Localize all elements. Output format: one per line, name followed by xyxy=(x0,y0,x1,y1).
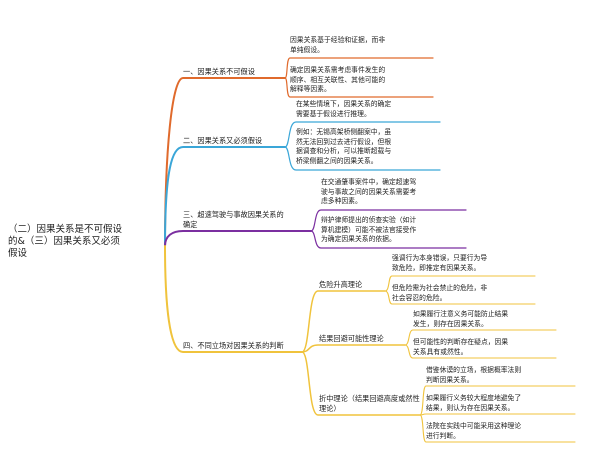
branch-4-label[interactable]: 四、不同立场对因果关系的判断 xyxy=(183,341,284,350)
branch-2-label[interactable]: 二、因果关系又必须假设 xyxy=(183,136,263,145)
connector-sub-3-leaf-2 xyxy=(419,413,576,416)
connector-sub-1-leaf-1 xyxy=(384,275,536,292)
branch-1-leaf-1[interactable]: 因果关系基于经验和证据，而非 单纯假设。 xyxy=(290,36,386,54)
connector-sub-2-leaf-2 xyxy=(404,344,557,359)
connector-root-branch-2 xyxy=(164,146,286,247)
connector-sub-2-leaf-1 xyxy=(404,329,557,346)
connector-branch-3-leaf-2 xyxy=(310,230,467,249)
sub-2-leaf-2[interactable]: 但可能性的判断存在疑点，因果 关系具有或然性。 xyxy=(413,338,509,356)
sub-3-leaf-3[interactable]: 法院在实践中可能采用这种理论 进行判断。 xyxy=(426,422,522,440)
branch-1-label[interactable]: 一、因果关系不可假设 xyxy=(183,67,255,76)
connector-sub-3-leaf-1 xyxy=(419,385,576,416)
connector-branch-2-leaf-1 xyxy=(284,121,441,148)
sub-1-leaf-2[interactable]: 但危险需为社会禁止的危险，非 社会容忍的危险。 xyxy=(392,284,488,302)
connector-root-branch-4 xyxy=(164,245,303,353)
connector-sub-1-leaf-2 xyxy=(384,290,536,305)
branch-3-leaf-1[interactable]: 在交通肇事案件中，确定超速驾 驶与事故之间的因果关系需要考 虑多种因素。 xyxy=(321,178,417,205)
connector-root-branch-3 xyxy=(164,230,312,247)
branch-1-leaf-2[interactable]: 确定因果关系需考虑事件发生的 顺序、相互关联性、其他可能的 解释等因素。 xyxy=(290,66,386,93)
connector-branch-4-sub-3 xyxy=(301,351,421,416)
connector-branch-4-sub-1 xyxy=(301,290,386,353)
connector-branch-1-leaf-1 xyxy=(284,57,434,79)
branch-2-leaf-1[interactable]: 在某些情境下，因果关系的确定 需要基于假设进行推理。 xyxy=(296,100,392,118)
sub-compromise-label[interactable]: 折中理论（结果回避高度或然性 理论） xyxy=(319,394,420,413)
branch-3-leaf-2[interactable]: 辩护律师提出的侦查实验（如计 算机建模）可能不被法官接受作 为确定因果关系的依据… xyxy=(321,216,417,243)
sub-3-leaf-1[interactable]: 借鉴休谟的立场，根据概率法则 判断因果关系。 xyxy=(426,366,522,384)
sub-3-leaf-2[interactable]: 如果履行义务较大程度地避免了 结果，则认为存在因果关系。 xyxy=(426,394,522,412)
connector-branch-4-sub-2 xyxy=(301,344,406,353)
sub-1-leaf-1[interactable]: 强调行为本身错误，只要行为导 致危险，即推定有因果关系。 xyxy=(392,254,488,272)
root-topic[interactable]: （二）因果关系是不可假设 的&（三）因果关系又必须 假设 xyxy=(8,224,123,259)
sub-2-leaf-1[interactable]: 如果履行注意义务可能防止结果 发生，则存在因果关系。 xyxy=(413,310,509,328)
sub-avoidance-label[interactable]: 结果回避可能性理论 xyxy=(319,334,384,343)
connector-branch-2-leaf-2 xyxy=(284,146,441,171)
branch-2-leaf-2[interactable]: 例如：无锡高架桥侧翻案中，虽 然无法回到过去进行假设，但根 据调查和分析，可以推… xyxy=(296,128,392,165)
branch-3-label[interactable]: 三、超速驾驶与事故因果关系的 确定 xyxy=(183,210,284,229)
sub-danger-increase-label[interactable]: 危险升高理论 xyxy=(319,280,363,289)
connector-sub-3-leaf-3 xyxy=(419,414,576,443)
connector-branch-1-leaf-2 xyxy=(284,77,434,98)
connector-branch-3-leaf-1 xyxy=(310,209,467,232)
